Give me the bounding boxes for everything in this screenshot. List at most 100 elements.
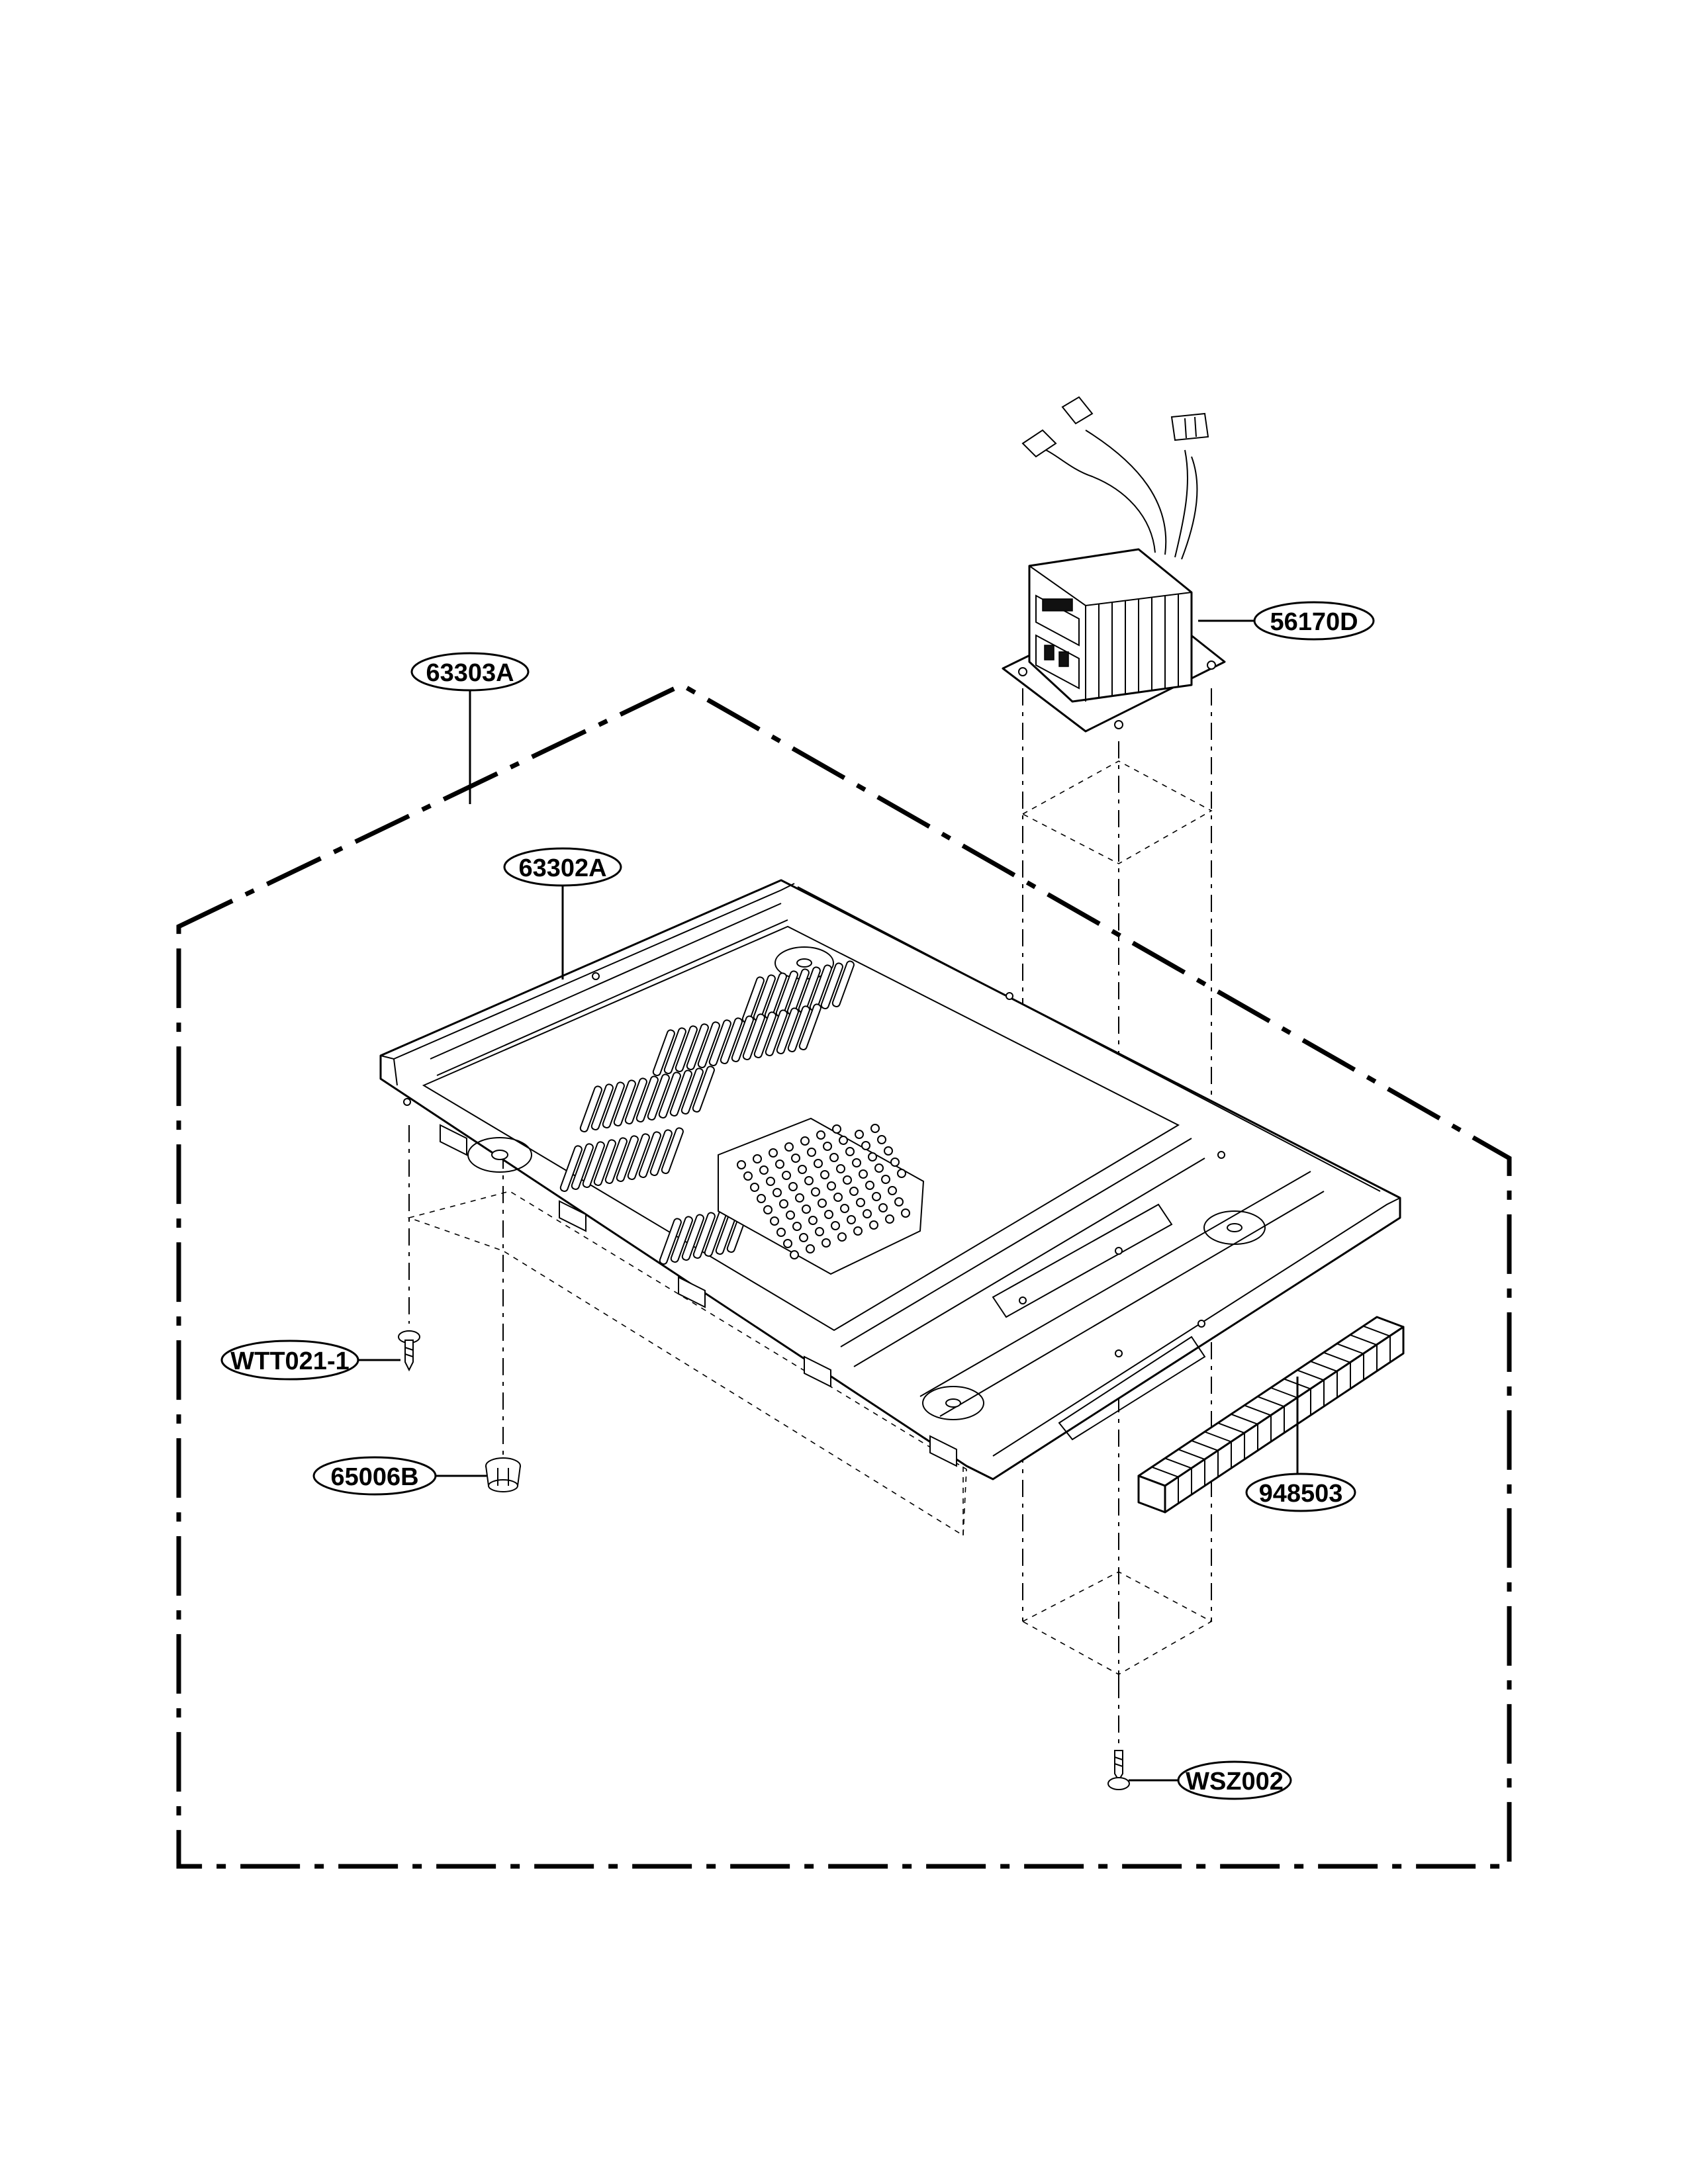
spacer-segment-line xyxy=(1151,1466,1179,1478)
callout-56170D: 56170D xyxy=(1253,601,1375,641)
vent-hole xyxy=(798,1165,807,1174)
callout-WSZ002: WSZ002 xyxy=(1177,1760,1292,1800)
louver-slots xyxy=(559,960,855,1265)
vent-hole xyxy=(800,1136,810,1146)
vent-hole xyxy=(802,1205,811,1214)
callout-65006B: 65006B xyxy=(312,1456,437,1496)
louver-slot xyxy=(635,1075,659,1123)
vent-perforation xyxy=(737,1124,910,1259)
vent-hole xyxy=(821,1238,831,1248)
svg-text:948503: 948503 xyxy=(1259,1480,1343,1508)
vent-hole xyxy=(823,1142,832,1151)
vent-hole xyxy=(770,1216,779,1226)
vent-hole xyxy=(877,1135,886,1144)
vent-hole xyxy=(766,1177,775,1186)
vent-hole xyxy=(806,1244,815,1253)
vent-hole xyxy=(827,1181,836,1191)
rubber-foot-icon xyxy=(485,1457,521,1492)
louver-slot xyxy=(720,1017,743,1065)
vent-hole xyxy=(804,1176,814,1185)
vent-hole xyxy=(818,1199,827,1208)
vent-hole xyxy=(807,1148,816,1157)
vent-hole xyxy=(824,1210,833,1219)
louver-slot xyxy=(765,1009,788,1057)
vent-hole xyxy=(757,1194,766,1203)
louver-slot xyxy=(742,1013,765,1061)
vent-hole xyxy=(872,1192,881,1201)
vent-hole xyxy=(837,1232,847,1242)
vent-hole xyxy=(836,1164,845,1173)
louver-slot xyxy=(787,1005,810,1053)
vent-hole xyxy=(814,1159,823,1168)
vent-hole xyxy=(815,1227,824,1236)
vent-hole xyxy=(769,1148,778,1158)
vent-hole xyxy=(865,1181,874,1190)
vent-hole xyxy=(811,1187,820,1197)
spacer-segment-line xyxy=(1191,1439,1219,1451)
svg-text:WSZ002: WSZ002 xyxy=(1186,1768,1284,1796)
louver-slot xyxy=(697,1021,720,1069)
louver-slot xyxy=(680,1068,704,1115)
louver-slot xyxy=(616,1135,639,1183)
vent-hole xyxy=(861,1141,870,1150)
louver-slot xyxy=(670,1216,693,1263)
vent-hole xyxy=(884,1146,893,1156)
vent-hole xyxy=(763,1205,773,1214)
louver-slot xyxy=(638,1131,661,1179)
callout-WTT021-1: WTT021-1 xyxy=(220,1340,359,1381)
louver-slot xyxy=(681,1214,704,1261)
base-plate-icon xyxy=(379,879,1401,1480)
vent-hole xyxy=(870,1124,880,1133)
louver-slot xyxy=(692,1212,716,1259)
vent-hole xyxy=(784,1142,794,1152)
vent-hole xyxy=(855,1130,864,1139)
leader-lines xyxy=(357,619,1299,1782)
vent-hole xyxy=(856,1198,865,1207)
spacer-segment-line xyxy=(1204,1431,1232,1443)
louver-slot xyxy=(753,1011,776,1059)
spacer-segment-line xyxy=(1350,1334,1378,1346)
louver-slot xyxy=(659,1218,682,1265)
vent-hole xyxy=(779,1199,788,1208)
louver-slot xyxy=(831,960,855,1008)
vent-hole xyxy=(847,1215,856,1224)
vent-hole xyxy=(788,1182,798,1191)
vent-hole xyxy=(839,1136,848,1145)
louver-slot xyxy=(593,1139,616,1187)
vent-hole xyxy=(782,1171,791,1180)
callout-63302A: 63302A xyxy=(503,847,622,887)
vent-hole xyxy=(888,1186,897,1195)
louver-slot xyxy=(675,1025,698,1073)
vent-hole xyxy=(897,1169,906,1178)
vent-hole xyxy=(849,1187,859,1196)
louver-slot xyxy=(731,1015,754,1063)
svg-text:WTT021-1: WTT021-1 xyxy=(230,1347,349,1375)
spacer-segment-line xyxy=(1217,1422,1245,1434)
vent-hole xyxy=(890,1158,900,1167)
vent-hole xyxy=(795,1193,804,1203)
louver-slot xyxy=(820,962,843,1010)
vent-hole xyxy=(792,1222,802,1231)
vent-hole xyxy=(750,1183,759,1192)
spacer-segment-line xyxy=(1323,1351,1351,1363)
vent-hole xyxy=(843,1175,852,1185)
louver-slot xyxy=(652,1029,675,1077)
spacer-bar-icon xyxy=(1137,1316,1405,1514)
vent-hole xyxy=(869,1220,878,1230)
vent-hole xyxy=(840,1204,849,1213)
vent-hole xyxy=(737,1160,746,1169)
louver-slot xyxy=(559,1145,583,1193)
louver-slot xyxy=(658,1071,681,1119)
vent-hole xyxy=(859,1169,868,1179)
spacer-segment-line xyxy=(1244,1404,1272,1416)
alignment-lines xyxy=(407,688,1213,1780)
vent-hole xyxy=(878,1203,888,1212)
louver-slot xyxy=(579,1085,602,1133)
vent-hole xyxy=(831,1221,840,1230)
vent-hole xyxy=(863,1209,872,1218)
louver-slot xyxy=(669,1069,692,1117)
svg-text:63302A: 63302A xyxy=(518,854,606,882)
callout-948503: 948503 xyxy=(1245,1473,1356,1512)
transformer-icon xyxy=(1002,396,1226,733)
